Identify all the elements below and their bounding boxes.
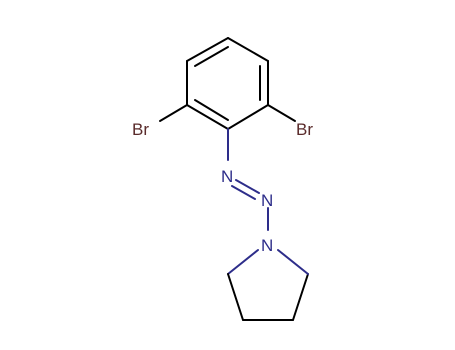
atom-label-n1: N [221, 167, 233, 186]
ring-bond-top-right [227, 37, 269, 62]
benzene-ring [186, 37, 269, 130]
bond-n1-n2-a [235, 179, 260, 194]
ring-bond-bottom-right [227, 104, 269, 130]
ring-double-bond-bottom-left [194, 99, 229, 121]
atom-label-br-left: Br [132, 120, 149, 139]
ring-double-bond-top [194, 46, 229, 67]
atom-label-n2: N [261, 191, 273, 210]
ring-bond-bottom-left [186, 104, 229, 130]
ring-bond-top [186, 37, 229, 62]
bond-n3-ca [227, 249, 259, 275]
bond-c-br-left [159, 104, 188, 122]
atom-label-n3: N [261, 236, 273, 255]
substituent-bonds [159, 104, 296, 231]
bond-cc-cd [292, 273, 309, 321]
bond-n1-n2-b [231, 185, 256, 200]
bond-c-br-right [267, 104, 296, 122]
pyrrolidine-ring [227, 249, 309, 321]
bond-cd-n3 [277, 249, 309, 275]
atom-label-br-right: Br [296, 120, 313, 139]
bond-ca-cb [227, 273, 244, 321]
